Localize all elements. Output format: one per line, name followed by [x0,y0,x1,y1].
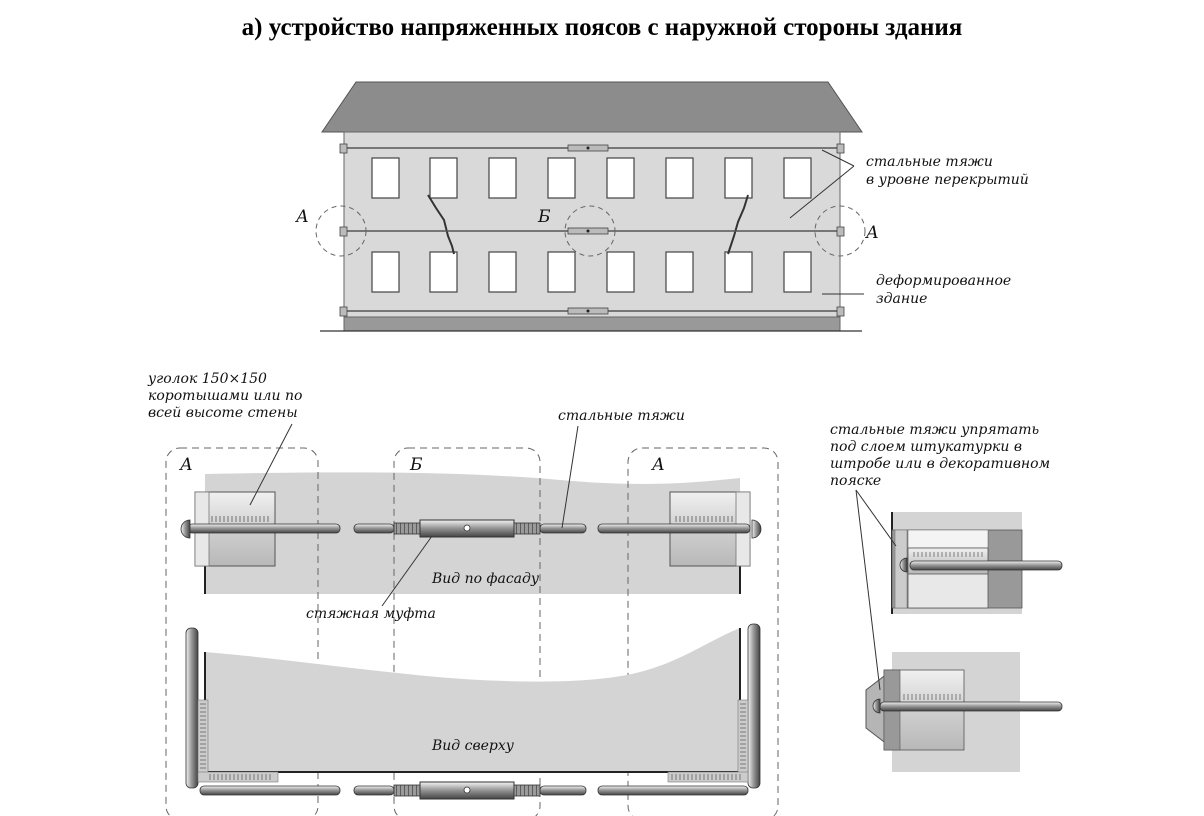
window [606,251,635,293]
building-elevation: А Б А стальные тяжи в уровне перекрытий … [295,81,1029,332]
window [783,251,812,293]
top-view-detail: Вид сверху [185,623,761,800]
label-hide-3: штробе или в декоративном [830,456,1050,472]
label-steel-ties-floor-2: в уровне перекрытий [866,172,1029,188]
window [429,157,458,199]
label-hide-4: пояске [830,473,881,489]
label-facade-view: Вид по фасаду [431,571,540,587]
window [724,157,753,199]
window [606,157,635,199]
detail-circle-a-right [814,205,866,257]
diagram-title: а) устройство напряженных поясов с наруж… [241,14,963,41]
label-steel-ties: стальные тяжи [558,408,685,424]
detail-circle-b [564,205,616,257]
building-wall [343,131,841,318]
window [547,157,576,199]
label-hide-2: под слоем штукатурки в [830,439,1022,455]
window [665,157,694,199]
label-deformed-building-1: деформированное [876,273,1011,289]
crack-left [427,194,455,255]
window [665,251,694,293]
window [371,157,400,199]
label-node-a-left: А [295,207,309,227]
facade-view-detail: А Б А Вид по фасаду стяжная муфта стальн… [147,371,779,816]
label-node-a-right: А [865,223,879,243]
window [724,251,753,293]
frame-label-a-left: А [179,455,193,475]
label-angle-1: уголок 150×150 [147,371,267,387]
top-wall-fill [205,628,740,772]
hidden-tie-details: стальные тяжи упрятать под слоем штукату… [830,422,1063,772]
label-angle-2: коротышами или по [148,388,302,404]
roof [321,81,863,133]
window [488,251,517,293]
label-turnbuckle: стяжная муфта [306,606,436,622]
frame-label-b: Б [409,455,423,475]
label-angle-3: всей высоте стены [148,405,298,421]
frame-label-a-right: А [651,455,665,475]
label-top-view: Вид сверху [431,738,515,754]
label-deformed-building-2: здание [876,291,927,307]
window [783,157,812,199]
crack-right [727,194,749,255]
label-hide-1: стальные тяжи упрятать [830,422,1039,438]
windows [371,157,812,293]
detail-circle-a-left [315,205,367,257]
window [488,157,517,199]
window [371,251,400,293]
window [429,251,458,293]
label-steel-ties-floor-1: стальные тяжи [866,154,993,170]
label-node-b: Б [537,207,551,227]
window [547,251,576,293]
plinth [343,316,841,332]
